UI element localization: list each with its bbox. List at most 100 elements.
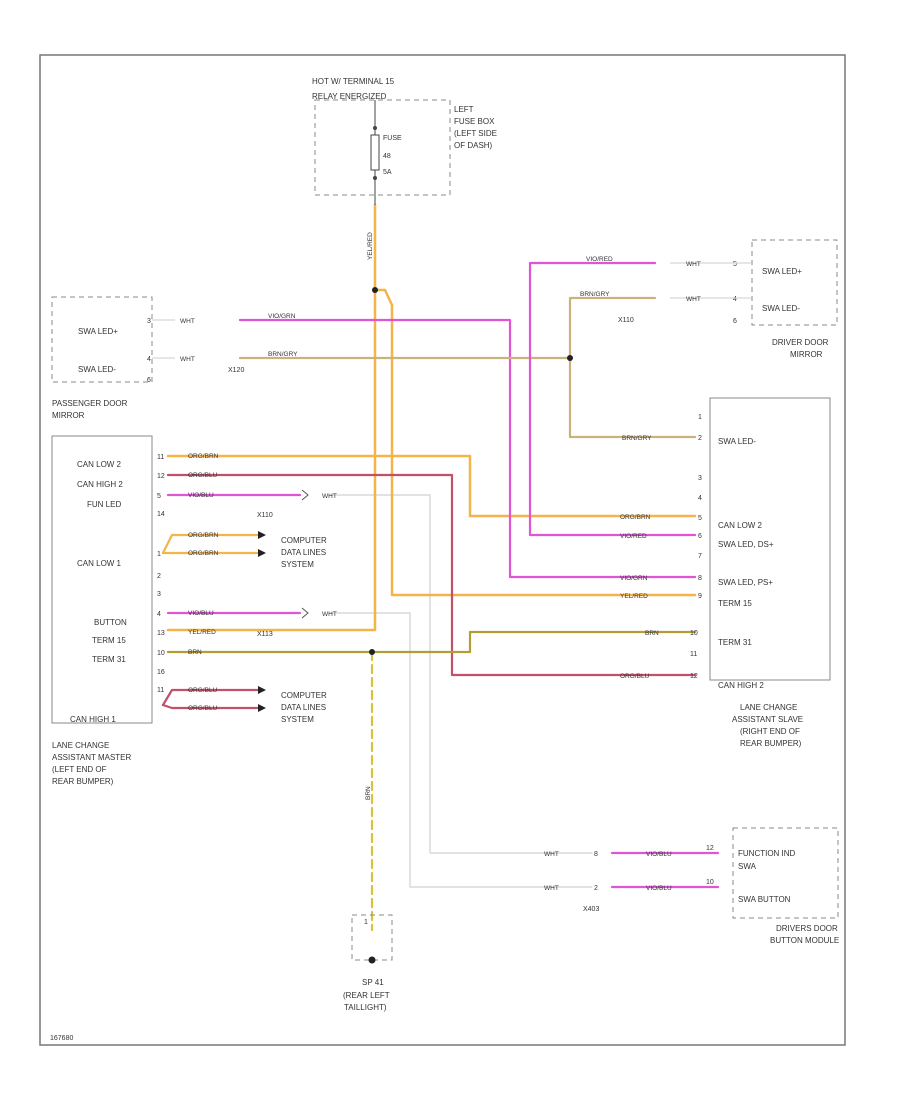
master-conn-x113: X113 xyxy=(257,631,273,638)
slave-pin-3: 3 xyxy=(698,475,702,482)
slave-pin-10: 10 xyxy=(690,630,698,637)
master-pin-10: 10 xyxy=(157,650,165,657)
wire-label-slave-2: ORG/BRN xyxy=(620,514,651,521)
figure-code: 167680 xyxy=(50,1035,73,1042)
fuse-icon xyxy=(370,134,380,171)
wire-label-master-8: BRN xyxy=(188,649,202,656)
slave-pin-1: 1 xyxy=(698,414,702,421)
slave-pin-4: 4 xyxy=(698,495,702,502)
wire-term-31 xyxy=(166,630,697,654)
splice-fuse xyxy=(372,287,378,293)
master-caption-2: ASSISTANT MASTER xyxy=(52,753,131,762)
passenger-mirror-caption-2: MIRROR xyxy=(52,411,85,420)
wire-label-fuse-down: YEL/RED xyxy=(367,232,374,260)
fuse-box-outline xyxy=(314,99,451,196)
wire-label-pass-brn: BRN/GRY xyxy=(268,351,298,358)
slave-pin-8: 8 xyxy=(698,575,702,582)
driver-mirror-pin-2: 4 xyxy=(733,296,737,303)
master-pin-2: 12 xyxy=(157,473,165,480)
ground-icon xyxy=(368,956,376,964)
computer-lines-2-line-3: SYSTEM xyxy=(281,715,314,724)
wire-label-master-5: ORG/BRN xyxy=(188,550,219,557)
drivers-door-button-module: FUNCTION IND SWA SWA BUTTON 12 10 8 2 WH… xyxy=(544,827,839,945)
driver-mirror-outline xyxy=(751,239,838,326)
master-wht-1: WHT xyxy=(322,493,337,500)
lane-change-assistant-master: CAN LOW 2 CAN HIGH 2 FUN LED CAN LOW 1 B… xyxy=(51,435,337,786)
computer-lines-2-line-2: DATA LINES xyxy=(281,703,326,712)
driver-mirror-pin-3: 6 xyxy=(733,318,737,325)
button-module-conn-pin-2: 2 xyxy=(594,885,598,892)
button-module-label-1: FUNCTION IND xyxy=(738,849,796,858)
master-caption-1: LANE CHANGE xyxy=(52,741,109,750)
driver-mirror-caption-1: DRIVER DOOR xyxy=(772,338,829,347)
wire-label-master-2: ORG/BLU xyxy=(188,472,218,479)
computer-lines-1-line-1: COMPUTER xyxy=(281,536,327,545)
master-caption-4: REAR BUMPER) xyxy=(52,777,114,786)
master-label-8: CAN HIGH 1 xyxy=(70,715,116,724)
master-label-1: CAN LOW 2 xyxy=(77,460,122,469)
slave-label-4: SWA LED, PS+ xyxy=(718,578,773,587)
wire-label-master-3: VIO/BLU xyxy=(188,492,214,499)
wire-label-slave-5: YEL/RED xyxy=(620,593,648,600)
driver-mirror-wht-1: WHT xyxy=(686,261,701,268)
fuse-node-bottom xyxy=(373,176,377,180)
master-connector-icon-2 xyxy=(301,607,309,619)
master-caption-3: (LEFT END OF xyxy=(52,765,107,774)
wire-label-master-6: VIO/BLU xyxy=(188,610,214,617)
lane-change-assistant-slave: SWA LED- CAN LOW 2 SWA LED, DS+ SWA LED,… xyxy=(620,397,831,748)
button-module-pin-1: 12 xyxy=(706,845,714,852)
master-pin-1: 11 xyxy=(157,454,164,461)
slave-caption-2: ASSISTANT SLAVE xyxy=(732,715,803,724)
wire-can-high-1-a xyxy=(161,688,262,707)
wire-wht-button xyxy=(329,612,593,888)
fuse-label-3: 5A xyxy=(383,169,392,176)
fuse-label-2: 48 xyxy=(383,153,391,160)
master-conn-x110: X110 xyxy=(257,512,273,519)
wires xyxy=(161,203,720,932)
fuse-box-location-4: OF DASH) xyxy=(454,141,493,150)
slave-caption-4: REAR BUMPER) xyxy=(740,739,802,748)
slave-pin-12: 12 xyxy=(690,673,698,680)
master-label-4: CAN LOW 1 xyxy=(77,559,122,568)
master-pin-3: 5 xyxy=(157,493,161,500)
driver-mirror-wht-2: WHT xyxy=(686,296,701,303)
master-label-5: BUTTON xyxy=(94,618,127,627)
wire-can-low-1-a xyxy=(161,533,262,555)
button-module-pin-2: 10 xyxy=(706,879,714,886)
slave-pin-6: 6 xyxy=(698,533,702,540)
button-module-connector: X403 xyxy=(583,906,599,913)
computer-lines-1-line-3: SYSTEM xyxy=(281,560,314,569)
passenger-mirror-pin-2: 4 xyxy=(147,356,151,363)
wire-label-slave-1: BRN/GRY xyxy=(622,435,652,442)
fuse-box-location-1: LEFT xyxy=(454,105,474,114)
slave-label-5: TERM 15 xyxy=(718,599,752,608)
wire-drv-vio xyxy=(528,261,697,537)
wire-label-pass-vio: VIO/GRN xyxy=(268,313,296,320)
fuse-box-location-3: (LEFT SIDE xyxy=(454,129,497,138)
wire-label-drv-brn: BRN/GRY xyxy=(580,291,610,298)
slave-pin-9: 9 xyxy=(698,593,702,600)
button-module-caption-2: BUTTON MODULE xyxy=(770,936,839,945)
wire-label-master-4: ORG/BRN xyxy=(188,532,219,539)
passenger-mirror-wht-2: WHT xyxy=(180,356,195,363)
ground-sp41: BRN 1 SP 41 (REAR LEFT TAILLIGHT) xyxy=(343,786,393,1012)
diagram-border xyxy=(39,54,846,1046)
computer-data-lines-2: COMPUTER DATA LINES SYSTEM xyxy=(258,686,327,724)
driver-mirror-pin-1: 5 xyxy=(733,261,737,268)
ground-caption-1: (REAR LEFT xyxy=(343,991,390,1000)
master-wht-2: WHT xyxy=(322,611,337,618)
master-pin-11: 16 xyxy=(157,669,165,676)
wire-label-slave-3: VIO/RED xyxy=(620,533,647,540)
wire-label-ground: BRN xyxy=(365,786,372,800)
wire-can-low-2 xyxy=(166,454,697,518)
ground-name: SP 41 xyxy=(362,978,384,987)
slave-module-outline xyxy=(709,397,831,681)
wire-label-slave-7: ORG/BLU xyxy=(620,673,650,680)
master-label-3: FUN LED xyxy=(87,500,121,509)
computer-lines-1-line-2: DATA LINES xyxy=(281,548,326,557)
fuse-box-location-2: FUSE BOX xyxy=(454,117,495,126)
button-module-outline xyxy=(732,827,839,919)
arrow-icon-2b xyxy=(258,704,266,712)
fuse-box-title-2: RELAY ENERGIZED xyxy=(312,92,387,101)
wire-label-drv-vio: VIO/RED xyxy=(586,256,613,263)
